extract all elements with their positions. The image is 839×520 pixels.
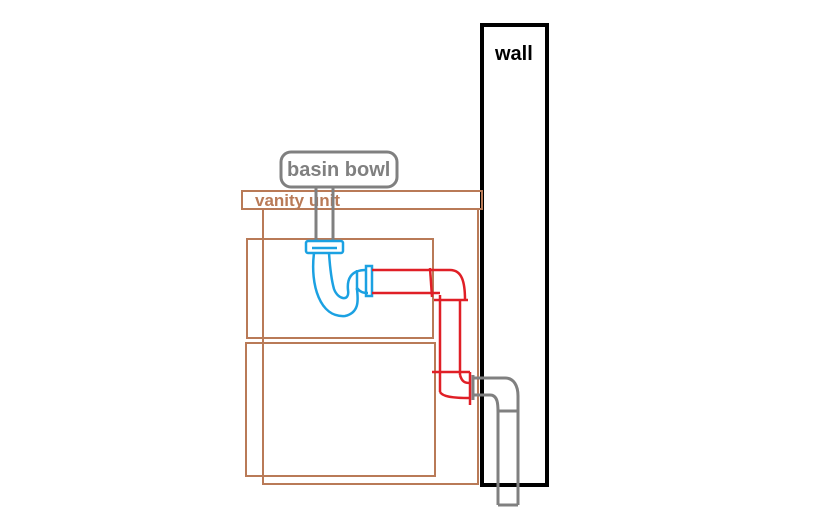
vanity-unit — [241, 190, 483, 485]
trap-outlet-coupling — [364, 264, 374, 298]
vanity-unit-label: vanity unit — [255, 191, 340, 210]
trap-bend-inner — [327, 252, 367, 300]
pipe-lower-bend-inner — [458, 374, 471, 385]
trap-bend-outer — [311, 252, 359, 318]
p-trap — [304, 239, 374, 318]
trap-slip-nut — [304, 239, 345, 255]
vanity-drawer-upper — [246, 238, 434, 339]
pipe-lower-bend-outer — [438, 391, 471, 400]
waste-pipe — [471, 375, 520, 507]
red-extension-pipe — [372, 267, 472, 405]
basin — [279, 150, 399, 242]
wall: wall — [480, 23, 549, 487]
basin-bowl-label: basin bowl — [287, 159, 390, 181]
waste-pipe-outer — [473, 376, 520, 505]
pipe-top-outer — [372, 268, 467, 301]
pipe-top-joint — [428, 267, 434, 298]
wall-outline — [480, 23, 549, 487]
wall-label: wall — [494, 43, 533, 65]
vanity-cabinet-body — [262, 208, 479, 485]
basin-bowl — [279, 150, 399, 189]
vanity-drawer-lower — [245, 342, 436, 477]
waste-pipe-inner — [473, 393, 500, 505]
